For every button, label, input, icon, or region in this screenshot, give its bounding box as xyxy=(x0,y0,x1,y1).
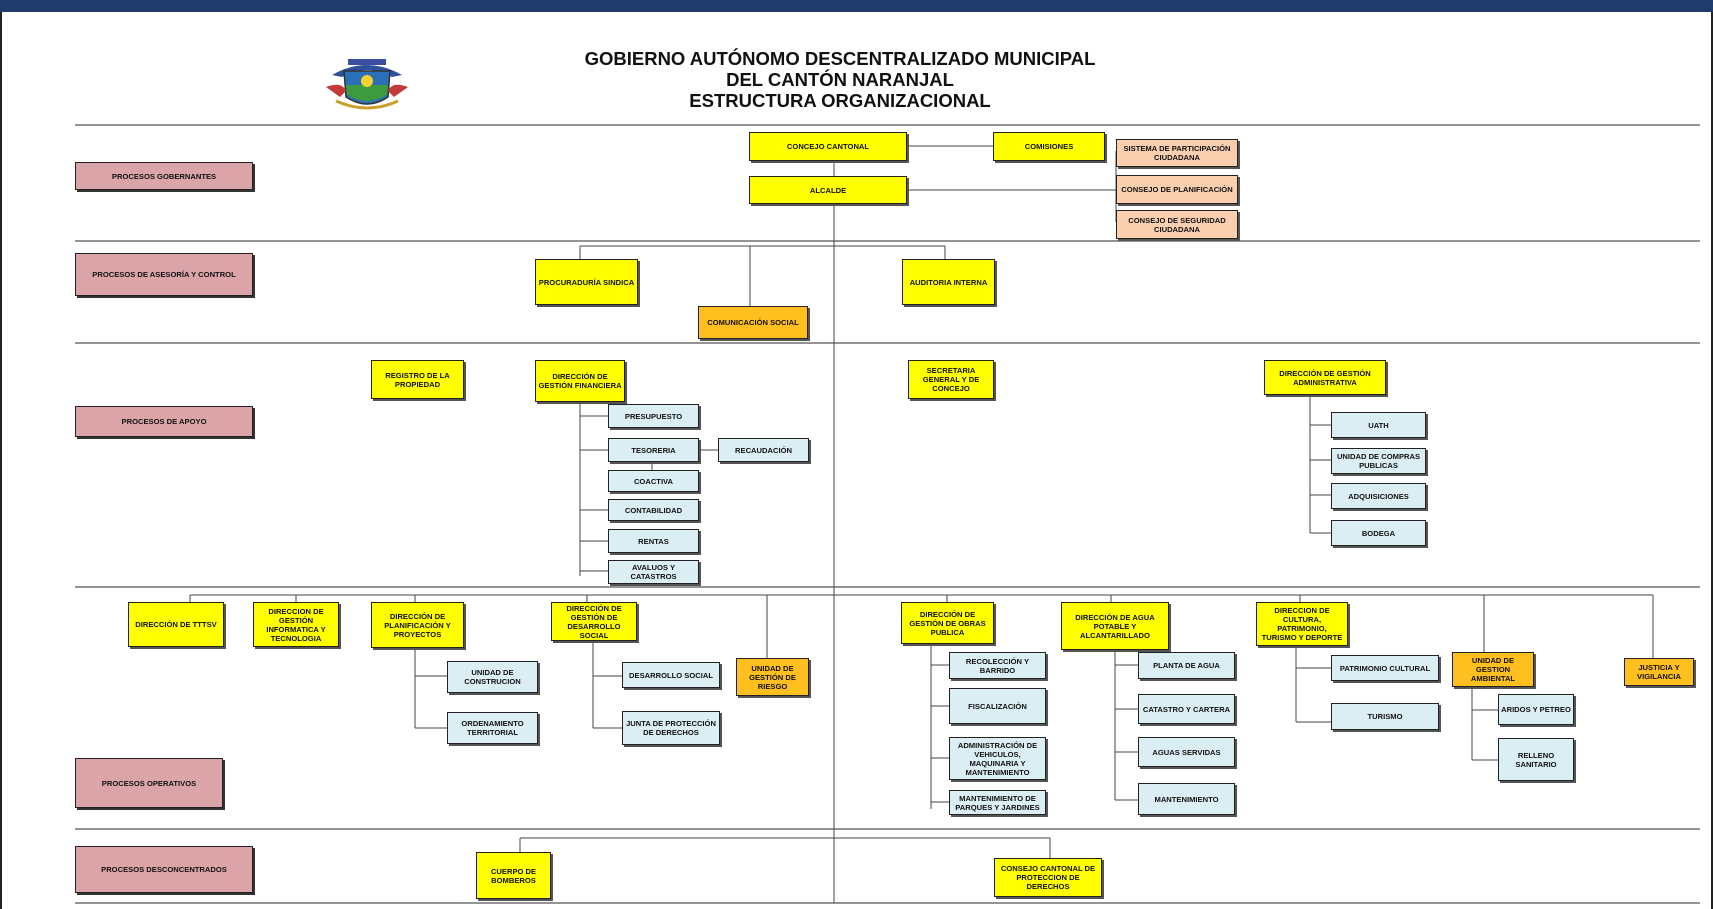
node-contabilidad: CONTABILIDAD xyxy=(608,499,699,521)
node-recaudacion: RECAUDACIÓN xyxy=(718,438,809,462)
node-alcalde: ALCALDE xyxy=(749,176,907,204)
document-frame xyxy=(0,12,1713,909)
process-label-asesoria: PROCESOS DE ASESORÍA Y CONTROL xyxy=(75,253,253,296)
node-consejo-seguridad: CONSEJO DE SEGURIDAD CIUDADANA xyxy=(1116,210,1238,239)
node-turismo: TURISMO xyxy=(1331,703,1439,730)
process-label-desconcentrados: PROCESOS DESCONCENTRADOS xyxy=(75,846,253,893)
node-secretaria-general: SECRETARIA GENERAL Y DE CONCEJO xyxy=(908,360,994,399)
node-obras-publica: DIRECCIÓN DE GESTIÓN DE OBRAS PUBLICA xyxy=(901,602,994,644)
node-unidad-construcion: UNIDAD DE CONSTRUCION xyxy=(447,661,538,693)
municipal-coat-of-arms-icon xyxy=(326,59,408,110)
node-patrimonio-cultural: PATRIMONIO CULTURAL xyxy=(1331,655,1439,681)
node-justicia-vigilancia: JUSTICIA Y VIGILANCIA xyxy=(1624,658,1694,686)
node-administracion-vehiculos: ADMINISTRACIÓN DE VEHICULOS, MAQUINARIA … xyxy=(949,737,1046,780)
node-aridos-petreo: ARIDOS Y PETREO xyxy=(1498,694,1574,725)
node-agua-potable: DIRECCIÓN DE AGUA POTABLE Y ALCANTARILLA… xyxy=(1061,602,1169,650)
node-compras-publicas: UNIDAD DE COMPRAS PUBLICAS xyxy=(1331,448,1426,474)
node-parques-jardines: MANTENIMIENTO DE PARQUES Y JARDINES xyxy=(949,790,1046,815)
node-recoleccion-barrido: RECOLECCIÓN Y BARRIDO xyxy=(949,652,1046,679)
node-desarrollo-social: DESARROLLO SOCIAL xyxy=(622,662,720,688)
node-fiscalizacion: FISCALIZACIÓN xyxy=(949,688,1046,724)
node-junta-proteccion: JUNTA DE PROTECCIÓN DE DERECHOS xyxy=(622,711,720,745)
node-procuraduria: PROCURADURÍA SINDICA xyxy=(535,259,638,305)
title-line-1: GOBIERNO AUTÓNOMO DESCENTRALIZADO MUNICI… xyxy=(584,48,1096,69)
node-cuerpo-bomberos: CUERPO DE BOMBEROS xyxy=(476,852,551,899)
node-cultura-patrimonio: DIRECCION DE CULTURA, PATRIMONIO, TURISM… xyxy=(1256,602,1348,646)
node-bodega: BODEGA xyxy=(1331,520,1426,546)
window-title-bar xyxy=(0,0,1713,12)
node-desarrollo-social-direccion: DIRECCIÓN DE GESTIÓN DE DESARROLLO SOCIA… xyxy=(551,602,637,641)
node-gestion-financiera: DIRECCIÓN DE GESTIÓN FINANCIERA xyxy=(535,360,625,402)
title-line-3: ESTRUCTURA ORGANIZACIONAL xyxy=(689,90,991,111)
node-relleno-sanitario: RELLENO SANITARIO xyxy=(1498,738,1574,781)
node-sistema-participacion: SISTEMA DE PARTICIPACIÓN CIUDADANA xyxy=(1116,139,1238,167)
node-registro-propiedad: REGISTRO DE LA PROPIEDAD xyxy=(371,360,464,399)
node-avaluos: AVALUOS Y CATASTROS xyxy=(608,560,699,584)
node-planta-agua: PLANTA DE AGUA xyxy=(1138,652,1235,679)
node-gestion-informatica: DIRECCION DE GESTIÓN INFORMATICA Y TECNO… xyxy=(253,602,339,647)
process-label-apoyo: PROCESOS DE APOYO xyxy=(75,406,253,437)
node-adquisiciones: ADQUISICIONES xyxy=(1331,483,1426,509)
node-comisiones: COMISIONES xyxy=(993,132,1105,161)
node-aguas-servidas: AGUAS SERVIDAS xyxy=(1138,737,1235,767)
node-auditoria-interna: AUDITORIA INTERNA xyxy=(902,259,995,305)
node-consejo-planificacion: CONSEJO DE PLANIFICACIÓN xyxy=(1116,175,1238,204)
chart-title: GOBIERNO AUTÓNOMO DESCENTRALIZADO MUNICI… xyxy=(560,48,1120,111)
node-planificacion-proyectos: DIRECCIÓN DE PLANIFICACIÓN Y PROYECTOS xyxy=(371,602,464,648)
node-tesoreria: TESORERIA xyxy=(608,438,699,462)
title-line-2: DEL CANTÓN NARANJAL xyxy=(726,69,954,90)
node-gestion-riesgo: UNIDAD DE GESTIÓN DE RIESGO xyxy=(736,658,809,696)
node-gestion-ambiental: UNIDAD DE GESTION AMBIENTAL xyxy=(1452,652,1534,687)
node-rentas: RENTAS xyxy=(608,529,699,553)
node-concejo-cantonal: CONCEJO CANTONAL xyxy=(749,132,907,161)
node-mantenimiento: MANTENIMIENTO xyxy=(1138,783,1235,815)
node-comunicacion-social: COMUNICACIÓN SOCIAL xyxy=(698,306,808,339)
node-consejo-proteccion-derechos: CONSEJO CANTONAL DE PROTECCION DE DERECH… xyxy=(994,858,1102,897)
node-gestion-administrativa: DIRECCIÓN DE GESTIÓN ADMINISTRATIVA xyxy=(1264,360,1386,395)
node-coactiva: COACTIVA xyxy=(608,470,699,492)
process-label-operativos: PROCESOS OPERATIVOS xyxy=(75,758,223,808)
node-tttsv: DIRECCIÓN DE TTTSV xyxy=(128,602,224,647)
node-catastro-cartera: CATASTRO Y CARTERA xyxy=(1138,694,1235,724)
node-ordenamiento-territorial: ORDENAMIENTO TERRITORIAL xyxy=(447,712,538,744)
node-presupuesto: PRESUPUESTO xyxy=(608,404,699,428)
node-uath: UATH xyxy=(1331,412,1426,438)
process-label-gobernantes: PROCESOS GOBERNANTES xyxy=(75,162,253,190)
